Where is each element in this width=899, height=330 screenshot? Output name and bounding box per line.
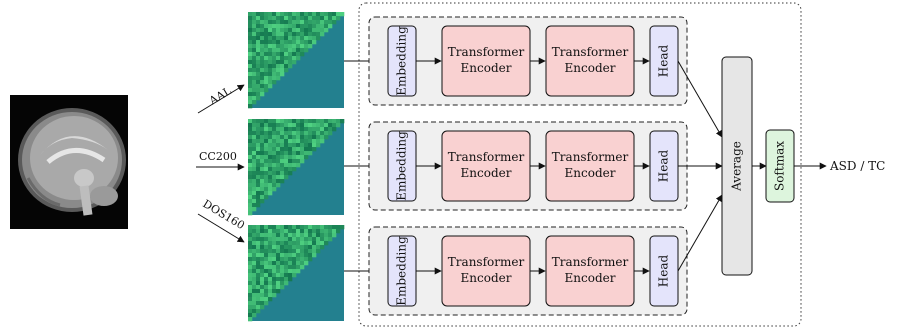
average-label: Average: [730, 141, 744, 192]
connectivity-matrix: [248, 225, 345, 322]
encoder-label-line1: Transformer: [552, 255, 629, 269]
connectivity-matrices: [248, 12, 387, 322]
embedding-label: Embedding: [395, 236, 409, 306]
head-label: Head: [657, 254, 671, 287]
encoder-label-line1: Transformer: [448, 150, 525, 164]
atlas-label-aal: AAL: [206, 84, 234, 108]
encoder-label-line1: Transformer: [552, 150, 629, 164]
encoder-label-line1: Transformer: [448, 255, 525, 269]
encoder-label-line2: Encoder: [565, 271, 616, 285]
head-label: Head: [657, 149, 671, 182]
head-to-average-arrows: [677, 60, 827, 272]
encoder-label-line1: Transformer: [552, 45, 629, 59]
encoder-label-line2: Encoder: [461, 271, 512, 285]
embedding-label: Embedding: [395, 131, 409, 201]
brain-mri-image: [10, 95, 128, 229]
model-container: [358, 2, 802, 327]
atlas-label-dos160: DOS160: [201, 197, 247, 232]
encoder-label-line1: Transformer: [448, 45, 525, 59]
connectivity-matrix: [248, 119, 345, 216]
atlas-label-cc200: CC200: [199, 150, 237, 163]
connectivity-matrix: [248, 12, 345, 109]
encoder-label-line2: Encoder: [461, 61, 512, 75]
softmax-label: Softmax: [773, 141, 787, 191]
embedding-label: Embedding: [395, 26, 409, 96]
encoder-label-line2: Encoder: [565, 61, 616, 75]
atlas-arrows: [196, 84, 245, 243]
encoder-label-line2: Encoder: [461, 166, 512, 180]
encoder-label-line2: Encoder: [565, 166, 616, 180]
head-label: Head: [657, 44, 671, 77]
output-label: ASD / TC: [829, 159, 885, 173]
